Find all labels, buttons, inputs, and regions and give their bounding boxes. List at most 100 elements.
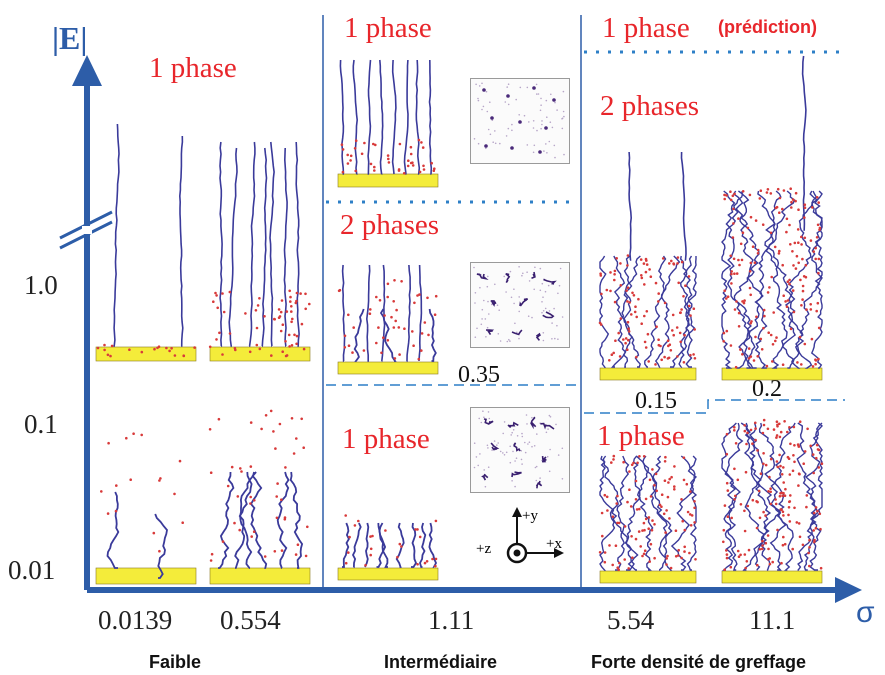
high-b-bot-bead xyxy=(755,526,759,530)
high-a-bot-bead xyxy=(689,490,692,493)
bead-low-b-bot xyxy=(208,428,212,431)
chain-mid-bot xyxy=(342,522,350,568)
bead-mid-top xyxy=(340,143,344,146)
high-b-bot-bead xyxy=(756,449,759,452)
high-b-bot-chain xyxy=(740,422,794,571)
high-a-bot-chain xyxy=(599,455,635,571)
high-b-bot-bead xyxy=(754,438,757,442)
topview-1-chain xyxy=(510,146,514,150)
high-b-bot-bead xyxy=(779,492,782,495)
topview-2-chain xyxy=(476,273,489,280)
high-a-top-bead xyxy=(626,254,630,257)
topview-1-bead xyxy=(511,129,513,132)
topview-2-bead xyxy=(486,326,489,329)
high-b-top-bead xyxy=(797,241,800,244)
high-b-top-bead xyxy=(815,196,819,199)
bead-mid-mid xyxy=(347,344,351,348)
high-b-bot-bead xyxy=(766,534,770,537)
high-b-top-bead xyxy=(786,299,790,302)
bead-mid-mid xyxy=(382,336,385,340)
high-b-bot-bead xyxy=(791,469,795,473)
high-a-bot-bead xyxy=(680,498,683,501)
topview-2-chain xyxy=(519,298,529,307)
topview-1-bead xyxy=(477,99,480,102)
high-b-bot-bead xyxy=(797,445,801,448)
topview-1-bead xyxy=(563,153,565,156)
high-a-top-bead xyxy=(617,331,620,335)
topview-2-bead xyxy=(541,282,544,285)
bead-low-b-top xyxy=(278,315,282,318)
bead-mid-bot xyxy=(431,557,434,561)
topview-1-bead xyxy=(486,110,489,113)
bead-mid-top xyxy=(432,169,436,172)
high-a-top-bead xyxy=(646,332,650,336)
bead-mid-bot xyxy=(353,524,357,527)
high-a-bot-bead xyxy=(682,478,686,482)
high-b-bot-bead xyxy=(779,430,783,434)
high-b-top-bead xyxy=(749,215,753,219)
bead-mid-mid xyxy=(420,332,424,335)
high-b-top-bead xyxy=(800,243,803,246)
topview-3-bead xyxy=(514,460,516,462)
label-low-1-phase: 1 phase xyxy=(149,52,237,84)
high-b-bot-bead xyxy=(797,484,800,487)
high-b-top-bead xyxy=(732,207,735,211)
bead-low-b-top xyxy=(299,292,302,295)
bead-mid-mid xyxy=(392,300,396,303)
high-b-top-bead xyxy=(801,284,805,288)
high-b-top-bead xyxy=(815,309,818,313)
high-b-top-bead xyxy=(769,333,773,337)
boundary-value-mid: 0.35 xyxy=(458,362,500,388)
high-b-top-bead xyxy=(748,193,752,197)
high-b-bot-bead xyxy=(739,503,743,506)
high-b-bot-bead xyxy=(808,538,811,542)
high-b-bot-bead xyxy=(761,544,764,547)
bead-mid-mid xyxy=(347,313,350,317)
high-b-top-bead xyxy=(774,339,777,343)
topview-2-bead xyxy=(505,291,507,293)
high-b-top-bead xyxy=(754,219,758,222)
axis-break-1 xyxy=(59,210,113,240)
topview-3-bead xyxy=(561,447,564,450)
bead-low-b-bot xyxy=(253,499,256,502)
high-b-bot-bead xyxy=(767,490,770,493)
bead-low-b-top xyxy=(284,340,287,343)
bead-low-b-top xyxy=(256,304,260,307)
bead-low-b-bot xyxy=(230,465,234,469)
topview-1-bead xyxy=(489,101,491,103)
high-a-bot-bead xyxy=(650,528,654,532)
topview-2-bead xyxy=(491,303,493,306)
topview-3-bead xyxy=(536,433,538,435)
chain-low-b-bot xyxy=(276,471,290,569)
high-a-bot-bead xyxy=(677,548,680,552)
bead-low-b-top xyxy=(291,317,294,321)
high-b-top-bead xyxy=(735,272,739,275)
high-b-bot-bead xyxy=(806,427,809,431)
high-b-top-bead xyxy=(735,300,738,303)
bead-low-a-top xyxy=(109,354,112,358)
high-a-bot-bead xyxy=(635,508,639,511)
bead-low-a-bot xyxy=(158,479,161,482)
bead-low-a-top xyxy=(110,344,114,348)
high-a-top-bead xyxy=(657,343,661,347)
topview-3-bead xyxy=(482,410,484,413)
topview-3-chain xyxy=(483,418,494,425)
topview-1-bead xyxy=(536,93,538,95)
x-tick-0.554: 0.554 xyxy=(220,605,281,635)
high-b-top-bead xyxy=(725,329,729,333)
high-a-bot-bead xyxy=(642,521,646,525)
chain-low-a-bot xyxy=(154,513,168,579)
high-b-bot-bead xyxy=(798,420,802,424)
bead-low-a-top xyxy=(140,350,144,354)
topview-2-chain xyxy=(485,329,495,336)
high-b-bot-bead xyxy=(745,560,749,563)
high-b-top-chain xyxy=(771,190,819,369)
bead-mid-top xyxy=(422,164,425,168)
high-a-bot-bead xyxy=(617,521,621,525)
high-b-bot-bead xyxy=(774,502,778,506)
topview-2-bead xyxy=(534,266,536,269)
bead-low-a-bot xyxy=(159,477,162,480)
high-b-top-bead xyxy=(782,189,786,192)
y-tick-0.1: 0.1 xyxy=(24,409,58,439)
bead-low-a-bot xyxy=(152,531,156,535)
